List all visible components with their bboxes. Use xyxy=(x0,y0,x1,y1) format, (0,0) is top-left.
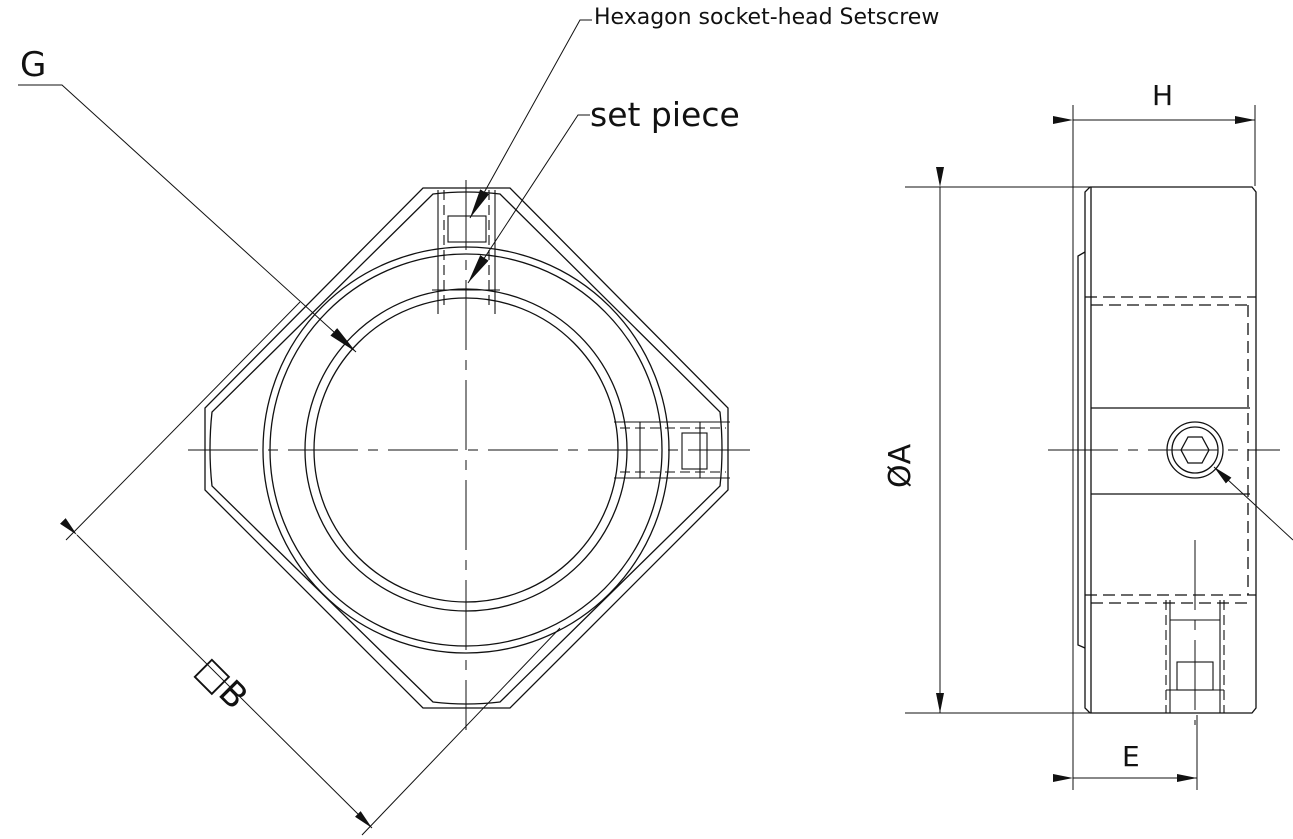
g-leader xyxy=(18,84,357,353)
a-label: ØA xyxy=(883,443,918,488)
e-label: E xyxy=(1122,740,1140,773)
setscrew-leader xyxy=(469,19,592,219)
b-extension-1 xyxy=(65,301,301,541)
b-extension-2 xyxy=(361,627,561,836)
outer-outline xyxy=(204,187,729,709)
set-piece-label: set piece xyxy=(590,95,740,134)
hex-leader xyxy=(1213,466,1293,541)
setscrew-right xyxy=(614,421,730,479)
setscrew-label: Hexagon socket-head Setscrew xyxy=(594,5,940,30)
front-view xyxy=(18,19,750,836)
centerlines xyxy=(188,180,750,730)
side-view xyxy=(905,105,1293,790)
b-dimension-line xyxy=(59,518,373,829)
h-label: H xyxy=(1152,79,1174,112)
setscrew-top xyxy=(432,190,500,314)
side-outline xyxy=(1084,186,1257,714)
g-label: G xyxy=(20,45,47,85)
set-piece-leader xyxy=(467,114,590,284)
